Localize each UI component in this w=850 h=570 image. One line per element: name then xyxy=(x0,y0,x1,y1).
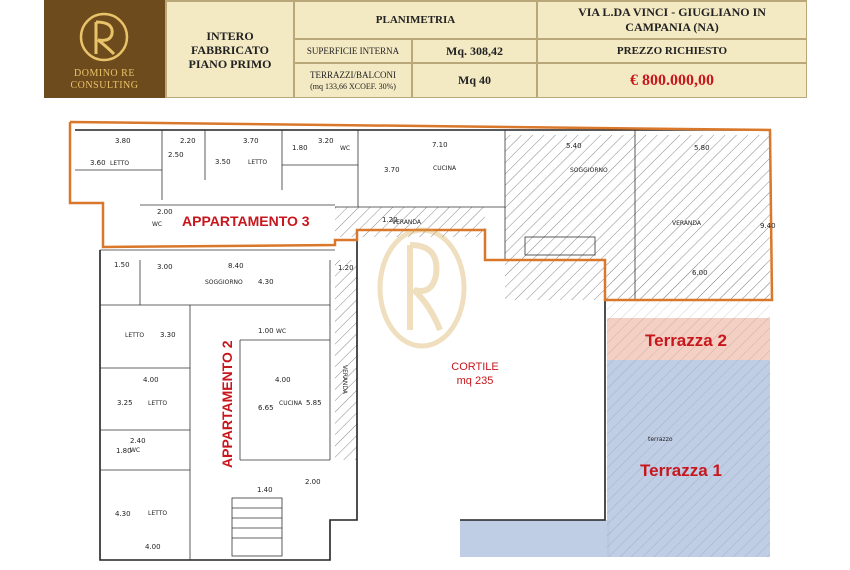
apt2-label: APPARTAMENTO 2 xyxy=(219,340,235,468)
price-label: PREZZO RICHIESTO xyxy=(537,39,807,63)
dim-22: 3.30 xyxy=(160,331,176,339)
dim-13: 2.00 xyxy=(157,208,173,216)
room-letto-2: LETTO xyxy=(248,159,267,166)
room-letto-4: LETTO xyxy=(148,400,167,407)
dim-1: 3.80 xyxy=(115,137,131,145)
room-wc-2: WC xyxy=(152,221,162,228)
watermark-logo xyxy=(377,227,467,349)
dimension-labels: 3.80 2.20 3.70 3.20 7.10 5.40 5.80 3.60 … xyxy=(90,137,776,551)
dim-27: 6.65 xyxy=(258,404,274,412)
room-soggiorno-2: SOGGIORNO xyxy=(205,279,243,286)
terrazza-2-label: Terrazza 2 xyxy=(645,331,727,350)
dim-25: 4.00 xyxy=(275,376,291,384)
dim-34: 4.00 xyxy=(145,543,161,551)
floor-plan: APPARTAMENTO 3 APPARTAMENTO 2 CORTILE mq… xyxy=(68,120,776,561)
dim-8: 3.60 xyxy=(90,159,106,167)
dim-4: 3.20 xyxy=(318,137,334,145)
header-table: INTERO FABBRICATO PIANO PRIMO PLANIMETRI… xyxy=(165,0,807,98)
room-wc-4: WC xyxy=(130,447,140,454)
dim-28: 5.85 xyxy=(306,399,322,407)
dim-9: 2.50 xyxy=(168,151,184,159)
dim-30: 1.80 xyxy=(116,447,132,455)
terrazza-1-area-lower xyxy=(460,520,610,557)
building-cell: INTERO FABBRICATO PIANO PRIMO xyxy=(166,1,294,98)
price-value: € 800.000,00 xyxy=(537,63,807,98)
dim-6: 5.40 xyxy=(566,142,582,150)
dim-19: 8.40 xyxy=(228,262,244,270)
dim-32: 2.00 xyxy=(305,478,321,486)
dim-16: 6.00 xyxy=(692,269,708,277)
dim-11: 1.80 xyxy=(292,144,308,152)
apt2-walls xyxy=(100,249,335,560)
room-veranda-2: VERANDA xyxy=(392,219,422,226)
apt3-outline xyxy=(68,120,774,302)
superficie-label: SUPERFICIE INTERNA xyxy=(294,39,412,63)
room-cucina-1: CUCINA xyxy=(433,165,457,172)
dim-2: 2.20 xyxy=(180,137,196,145)
logo-text-line1: DOMINO RE xyxy=(74,68,135,79)
dim-21: 4.30 xyxy=(258,278,274,286)
building-line-1: INTERO xyxy=(206,28,254,43)
dim-24: 4.00 xyxy=(143,376,159,384)
dim-5: 7.10 xyxy=(432,141,448,149)
terrazzi-cell: TERRAZZI/BALCONI (mq 133,66 XCOEF. 30%) xyxy=(294,63,412,98)
room-letto-3: LETTO xyxy=(125,332,144,339)
veranda-hatch xyxy=(505,135,770,300)
dim-31: 1.40 xyxy=(257,486,273,494)
veranda-hatch-2 xyxy=(335,207,485,237)
room-veranda-3: VERANDA xyxy=(341,365,348,395)
room-letto-1: LETTO xyxy=(110,160,129,167)
terrace-hatch xyxy=(607,265,770,557)
terrazzi-value: Mq 40 xyxy=(412,63,537,98)
dim-14: 1.20 xyxy=(382,216,398,224)
cortile-label: CORTILE xyxy=(451,361,498,373)
company-logo: DOMINO RE CONSULTING xyxy=(44,0,165,98)
dim-23: 1.00 xyxy=(258,327,274,335)
address: VIA L.DA VINCI - GIUGLIANO IN CAMPANIA (… xyxy=(537,1,807,39)
room-letto-5: LETTO xyxy=(148,510,167,517)
room-soggiorno-1: SOGGIORNO xyxy=(570,167,608,174)
dim-29: 2.40 xyxy=(130,437,146,445)
dim-20: 1.20 xyxy=(338,264,354,272)
dim-17: 1.50 xyxy=(114,261,130,269)
logo-emblem xyxy=(79,12,129,62)
terrazza-1-label: Terrazza 1 xyxy=(640,461,722,480)
terrazzi-label: TERRAZZI/BALCONI xyxy=(310,69,396,80)
dim-33: 4.30 xyxy=(115,510,131,518)
terrazzo-small-label: terrazzo xyxy=(648,436,673,443)
dim-7: 5.80 xyxy=(694,144,710,152)
room-wc-3: WC xyxy=(276,328,286,335)
room-cucina-2: CUCINA xyxy=(279,400,303,407)
dim-12: 3.70 xyxy=(384,166,400,174)
apt3-walls xyxy=(75,130,636,300)
building-line-3: PIANO PRIMO xyxy=(188,56,272,71)
logo-text-line2: CONSULTING xyxy=(70,80,139,91)
dim-18: 3.00 xyxy=(157,263,173,271)
room-veranda-1: VERANDA xyxy=(672,220,702,227)
planimetria-title: PLANIMETRIA xyxy=(294,1,537,39)
room-wc-1: WC xyxy=(340,145,350,152)
veranda-hatch-3 xyxy=(335,260,357,460)
terrazzi-sub: (mq 133,66 XCOEF. 30%) xyxy=(310,81,396,91)
building-line-2: FABBRICATO xyxy=(190,42,269,57)
superficie-value: Mq. 308,42 xyxy=(412,39,537,63)
dim-15: 9.40 xyxy=(760,222,776,230)
dim-26: 3.25 xyxy=(117,399,133,407)
apt3-label: APPARTAMENTO 3 xyxy=(182,213,310,229)
cortile-area: mq 235 xyxy=(457,375,494,387)
dim-10: 3.50 xyxy=(215,158,231,166)
dim-3: 3.70 xyxy=(243,137,259,145)
